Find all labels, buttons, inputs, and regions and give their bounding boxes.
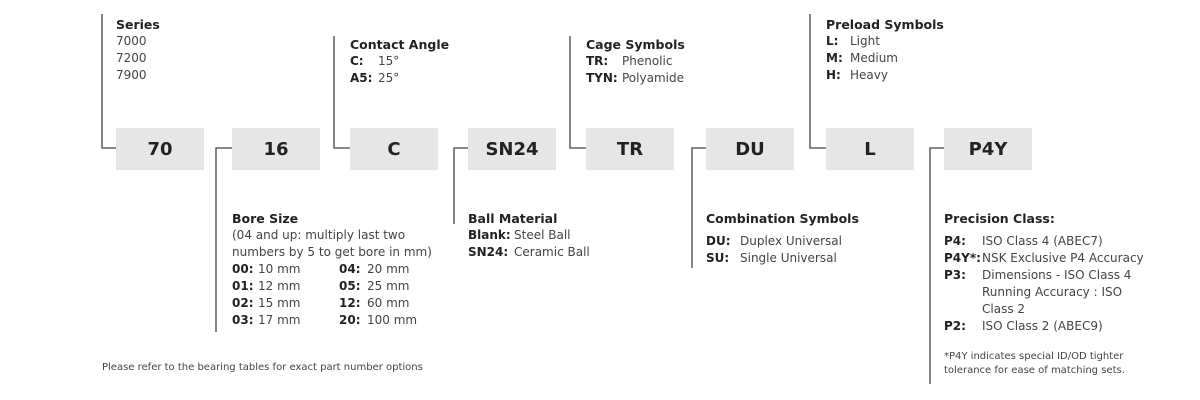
bore-item: 05:25 mm — [339, 279, 410, 293]
connector-combination — [691, 147, 706, 268]
precision-item: P4Y*:NSK Exclusive P4 Accuracy — [944, 251, 1144, 265]
bore-item: 12:60 mm — [339, 296, 410, 310]
bore-item: 20:100 mm — [339, 313, 418, 327]
precision-note-line: *P4Y indicates special ID/OD tighter — [944, 351, 1124, 362]
combination-block: Combination Symbols DU:Duplex Universal … — [706, 210, 859, 267]
code-box-cage: TR — [586, 128, 674, 170]
connector-cage — [569, 36, 586, 149]
connector-preload — [809, 14, 826, 149]
code-box-ball-material: SN24 — [468, 128, 556, 170]
connector-precision — [929, 147, 944, 384]
cage-block: Cage Symbols TR:Phenolic TYN:Polyamide — [586, 36, 685, 87]
bore-grid: 00:10 mm 04:20 mm 01:12 mm 05:25 mm 02:1… — [232, 261, 439, 329]
bore-item: 01:12 mm — [232, 279, 301, 293]
connector-bore — [215, 147, 232, 332]
precision-item: P3:Dimensions - ISO Class 4 — [944, 268, 1132, 282]
code-box-precision: P4Y — [944, 128, 1032, 170]
bore-item: 04:20 mm — [339, 262, 410, 276]
bore-item: 02:15 mm — [232, 296, 301, 310]
code-box-combination: DU — [706, 128, 794, 170]
footer-note: Please refer to the bearing tables for e… — [102, 362, 423, 373]
code-box-bore: 16 — [232, 128, 320, 170]
series-item: 7900 — [116, 68, 147, 82]
bore-item: 00:10 mm — [232, 262, 301, 276]
bore-desc: (04 and up: multiply last two — [232, 228, 406, 242]
ball-material-title: Ball Material — [468, 211, 558, 226]
bore-desc: numbers by 5 to get bore in mm) — [232, 245, 432, 259]
combination-title: Combination Symbols — [706, 211, 859, 226]
cage-item: TYN:Polyamide — [586, 71, 684, 85]
combination-item: SU:Single Universal — [706, 251, 837, 265]
precision-title: Precision Class: — [944, 211, 1055, 226]
preload-item: L:Light — [826, 34, 880, 48]
contact-angle-item: C:15° — [350, 54, 400, 68]
cage-item: TR:Phenolic — [586, 54, 673, 68]
bore-block: Bore Size (04 and up: multiply last two … — [232, 210, 439, 329]
connector-series — [101, 14, 116, 149]
series-item: 7000 — [116, 34, 147, 48]
bore-title: Bore Size — [232, 211, 299, 226]
code-box-preload: L — [826, 128, 914, 170]
cage-title: Cage Symbols — [586, 37, 685, 52]
connector-ball-material — [453, 147, 468, 224]
precision-item-cont: Class 2 — [982, 302, 1026, 316]
bore-item: 03:17 mm — [232, 313, 301, 327]
code-box-series: 70 — [116, 128, 204, 170]
contact-angle-item: A5:25° — [350, 71, 400, 85]
connector-contact-angle — [333, 36, 350, 149]
ball-material-item: Blank:Steel Ball — [468, 228, 571, 242]
precision-note-line: tolerance for ease of matching sets. — [944, 365, 1125, 376]
combination-item: DU:Duplex Universal — [706, 234, 842, 248]
preload-item: M:Medium — [826, 51, 898, 65]
series-title: Series — [116, 17, 160, 32]
precision-block: Precision Class: P4:ISO Class 4 (ABEC7) … — [944, 210, 1194, 335]
series-block: Series 7000 7200 7900 — [116, 16, 160, 84]
code-box-contact-angle: C — [350, 128, 438, 170]
ball-material-block: Ball Material Blank:Steel Ball SN24:Cera… — [468, 210, 590, 261]
preload-title: Preload Symbols — [826, 17, 944, 32]
precision-item: P4:ISO Class 4 (ABEC7) — [944, 234, 1103, 248]
preload-block: Preload Symbols L:Light M:Medium H:Heavy — [826, 16, 944, 84]
ball-material-item: SN24:Ceramic Ball — [468, 245, 590, 259]
precision-item-cont: Running Accuracy : ISO — [982, 285, 1123, 299]
precision-item: P2:ISO Class 2 (ABEC9) — [944, 319, 1103, 333]
preload-item: H:Heavy — [826, 68, 888, 82]
contact-angle-title: Contact Angle — [350, 37, 450, 52]
precision-note: *P4Y indicates special ID/OD tighter tol… — [944, 350, 1125, 378]
series-item: 7200 — [116, 51, 147, 65]
contact-angle-block: Contact Angle C:15° A5:25° — [350, 36, 449, 87]
